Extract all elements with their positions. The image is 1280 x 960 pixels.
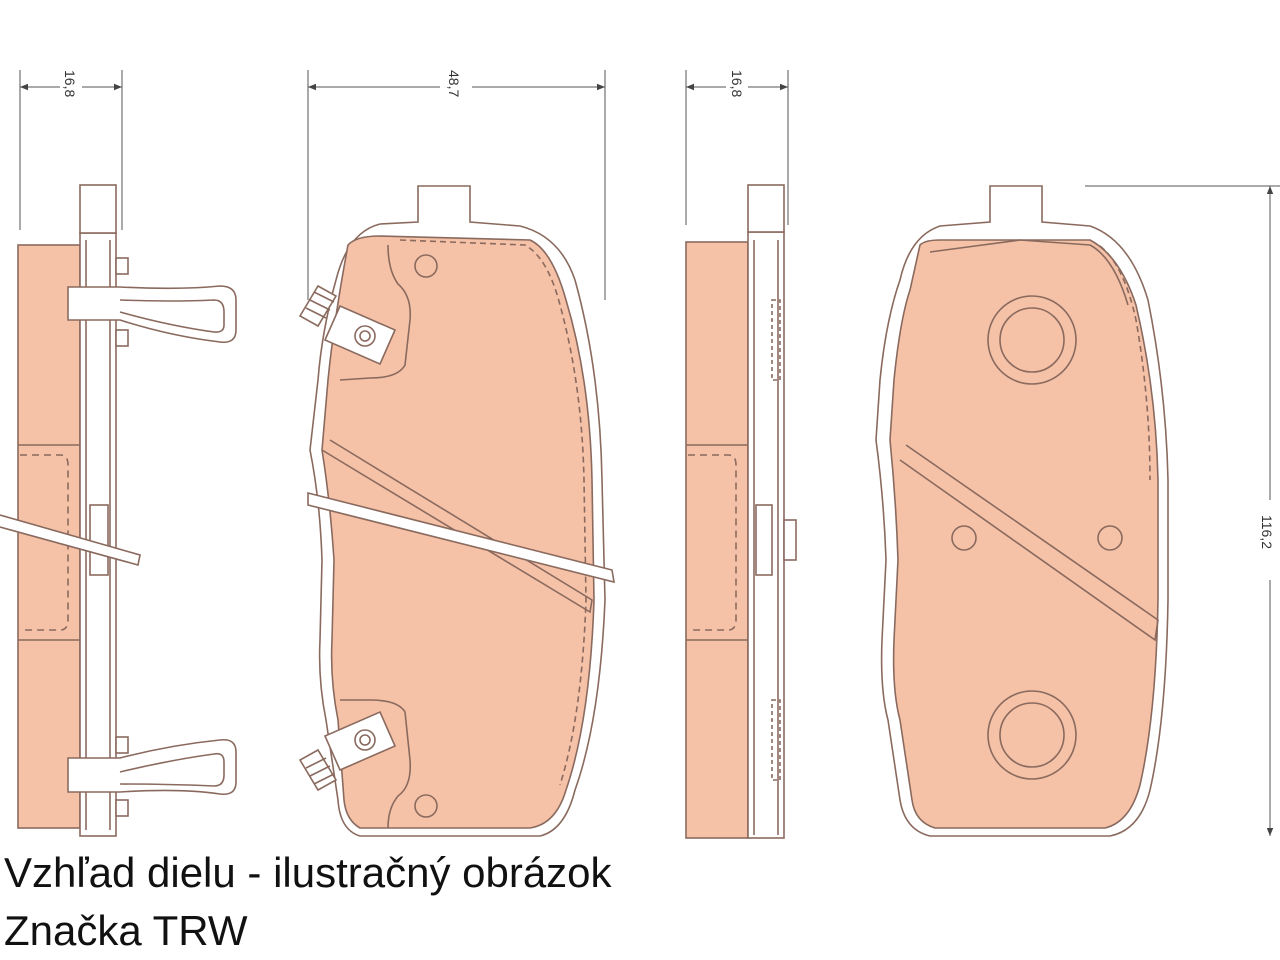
left-side-view-pad <box>0 184 237 837</box>
back-view-pad <box>875 185 1169 837</box>
left-thickness-label: 16,8 <box>62 70 78 97</box>
right-thickness-label: 16,8 <box>729 70 745 97</box>
right-thickness-dimension <box>685 70 789 225</box>
height-dimension <box>1085 185 1280 836</box>
width-dimension <box>307 70 606 300</box>
caption-brand: Značka TRW <box>4 907 248 954</box>
brake-pad-technical-drawing: 16,8 48,7 <box>0 70 1280 839</box>
caption-illustrative-image: Vzhľad dielu - ilustračný obrázok <box>4 849 612 896</box>
right-side-view-pad <box>685 184 797 839</box>
left-thickness-dimension <box>19 70 123 230</box>
height-label: 116,2 <box>1259 515 1275 549</box>
front-view-pad <box>298 185 615 837</box>
width-label: 48,7 <box>446 70 462 97</box>
